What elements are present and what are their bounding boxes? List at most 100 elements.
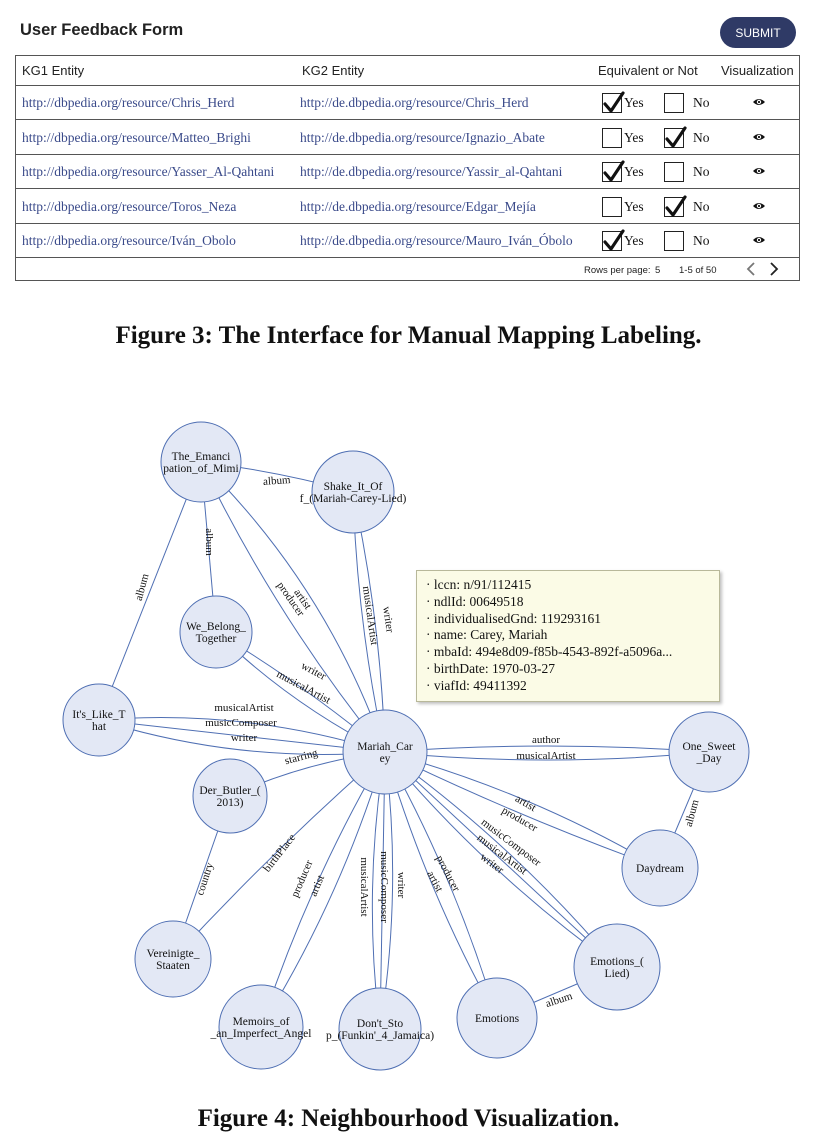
node-label: f_(Mariah-Carey-Lied): [300, 493, 407, 505]
graph-node[interactable]: We_Belong_Together: [179, 595, 253, 669]
kg1-entity-link[interactable]: http://dbpedia.org/resource/Chris_Herd: [22, 95, 235, 110]
no-checkbox[interactable]: [664, 162, 684, 182]
tooltip-line: · mbaId: 494e8d09-f85b-4543-892f-a5096a.…: [426, 644, 673, 660]
no-label: No: [693, 95, 710, 110]
yes-checkbox[interactable]: [602, 196, 622, 217]
eye-icon[interactable]: [752, 201, 766, 211]
node-label: Don't_Sto: [357, 1018, 403, 1030]
node-label: Mariah_Car: [357, 741, 413, 753]
kg2-entity-link[interactable]: http://de.dbpedia.org/resource/Edgar_Mej…: [300, 198, 536, 214]
node-label: We_Belong_: [186, 621, 246, 633]
eye-icon[interactable]: [752, 132, 766, 142]
node-circle[interactable]: [338, 987, 422, 1071]
edge-label: musicComposer: [378, 851, 390, 923]
kg2-entity-link[interactable]: http://de.dbpedia.org/resource/Ignazio_A…: [300, 129, 545, 145]
no-checkbox[interactable]: [664, 125, 687, 148]
no-label: No: [693, 198, 710, 214]
node-circle[interactable]: [311, 450, 395, 534]
form-title: User Feedback Form: [20, 21, 184, 39]
graph-node[interactable]: Mariah_Carey: [342, 709, 428, 795]
graph-node[interactable]: Shake_It_Off_(Mariah-Carey-Lied): [300, 450, 407, 534]
table-row: http://dbpedia.org/resource/Iván_Obolo ht…: [16, 224, 799, 258]
node-circle[interactable]: [342, 709, 428, 795]
kg2-entity-link[interactable]: http://de.dbpedia.org/resource/Chris_Her…: [300, 95, 529, 110]
graph-node[interactable]: Emotions: [456, 977, 538, 1059]
visualization-column-header: Visualization: [721, 63, 794, 78]
node-circle[interactable]: [456, 977, 538, 1059]
table-row: http://dbpedia.org/resource/Chris_Herd ht…: [16, 86, 799, 120]
eye-icon[interactable]: [752, 235, 766, 245]
figure-4-caption: Figure 4: Neighbourhood Visualization.: [197, 1105, 620, 1132]
edge-label: album: [544, 990, 574, 1010]
node-circle[interactable]: [668, 711, 750, 793]
kg2-entity-link[interactable]: http://de.dbpedia.org/resource/Mauro_Ivá…: [300, 233, 573, 248]
no-label: No: [693, 164, 710, 179]
kg1-entity-link[interactable]: http://dbpedia.org/resource/Yasser_Al-Qa…: [22, 164, 275, 179]
graph-node[interactable]: Memoirs_of_an_Imperfect_Angel: [210, 984, 312, 1070]
node-circle[interactable]: [218, 984, 304, 1070]
graph-node[interactable]: Der_Butler_(2013): [192, 758, 268, 834]
chevron-left-icon[interactable]: [744, 261, 758, 277]
yes-label: Yes: [624, 233, 644, 248]
no-checkbox[interactable]: [664, 231, 684, 251]
edge-label: starring: [283, 747, 319, 767]
eye-icon[interactable]: [752, 166, 766, 176]
no-label: No: [693, 129, 710, 145]
node-label: The_Emanci: [172, 451, 231, 463]
node-circle[interactable]: [621, 829, 699, 907]
entity-tooltip: · lccn: n/91/112415 · ndlId: 00649518 · …: [416, 570, 720, 702]
node-label: _an_Imperfect_Angel: [210, 1028, 312, 1040]
tooltip-line: · name: Carey, Mariah: [426, 627, 548, 643]
yes-checkbox[interactable]: [602, 127, 622, 148]
node-circle[interactable]: [62, 683, 136, 757]
node-label: Der_Butler_(: [199, 785, 260, 797]
node-label: ey: [380, 753, 391, 765]
node-circle[interactable]: [179, 595, 253, 669]
no-checkbox[interactable]: [664, 93, 684, 113]
graph-edge: [384, 745, 710, 753]
feedback-table: KG1 Entity KG2 Entity Equivalent or Not …: [15, 55, 800, 281]
eye-icon[interactable]: [752, 97, 766, 107]
kg1-entity-link[interactable]: http://dbpedia.org/resource/Matteo_Brigh…: [22, 129, 251, 145]
edge-label: author: [532, 734, 560, 746]
pagination-range: 1-5 of 50: [679, 265, 717, 276]
submit-button[interactable]: SUBMIT: [720, 17, 796, 48]
tooltip-line: · ndlId: 00649518: [426, 593, 524, 609]
node-label: hat: [92, 721, 107, 733]
chevron-right-icon[interactable]: [767, 261, 781, 277]
table-row: http://dbpedia.org/resource/Toros_Neza ht…: [16, 190, 799, 224]
edge-label: writer: [380, 606, 396, 634]
edge-label: musicalArtist: [358, 857, 370, 916]
node-circle[interactable]: [160, 421, 242, 503]
graph-node[interactable]: One_Sweet_Day: [668, 711, 750, 793]
no-checkbox[interactable]: [664, 194, 687, 217]
node-circle[interactable]: [573, 923, 661, 1011]
yes-checkbox[interactable]: [602, 160, 625, 182]
yes-checkbox[interactable]: [602, 91, 625, 113]
node-label: Lied): [605, 968, 630, 980]
kg1-entity-link[interactable]: http://dbpedia.org/resource/Iván_Obolo: [22, 233, 236, 248]
kg1-entity-link[interactable]: http://dbpedia.org/resource/Toros_Neza: [22, 198, 237, 214]
rows-per-page-select[interactable]: 5: [655, 265, 661, 276]
node-circle[interactable]: [192, 758, 268, 834]
tooltip-line: · individualisedGnd: 119293161: [426, 610, 601, 626]
graph-node[interactable]: Daydream: [621, 829, 699, 907]
edge-label: musicalArtist: [214, 702, 273, 714]
table-row: http://dbpedia.org/resource/Yasser_Al-Qa…: [16, 155, 799, 189]
tooltip-line: · viafId: 49411392: [426, 677, 527, 693]
rows-per-page-label: Rows per page:: [584, 265, 651, 276]
yes-label: Yes: [624, 198, 644, 214]
yes-checkbox[interactable]: [602, 229, 625, 251]
kg2-entity-link[interactable]: http://de.dbpedia.org/resource/Yassir_al…: [300, 164, 563, 179]
graph-node[interactable]: Vereinigte_Staaten: [134, 920, 212, 998]
graph-node[interactable]: Emotions_(Lied): [573, 923, 661, 1011]
edge-label: musicalArtist: [360, 585, 380, 645]
edge-label: album: [203, 528, 215, 556]
edge-label: album: [683, 798, 702, 828]
node-label: Emotions: [475, 1013, 520, 1025]
node-circle[interactable]: [134, 920, 212, 998]
